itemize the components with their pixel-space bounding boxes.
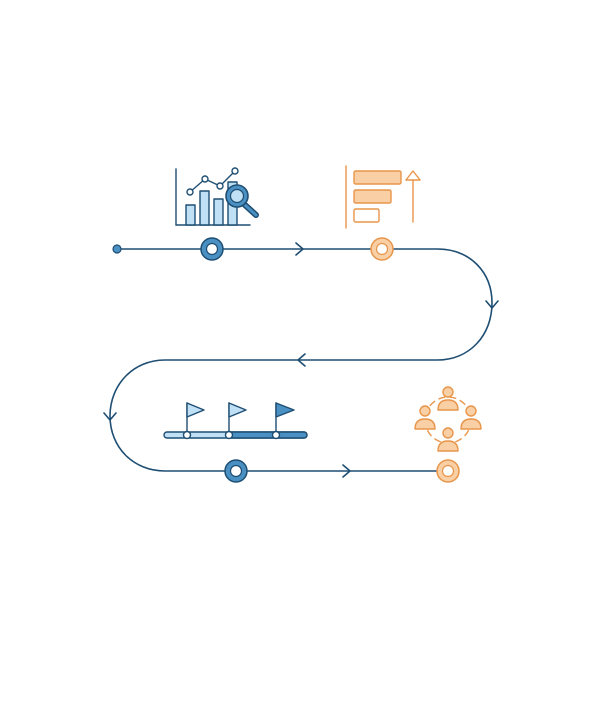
chart-analysis-icon: [175, 167, 259, 226]
direction-arrow-left-icon: [297, 353, 306, 367]
path-start-dot: [112, 244, 122, 254]
ranking-bars-icon: [345, 165, 421, 229]
roadmap-path: [109, 248, 493, 472]
direction-arrow-right-icon: [342, 464, 351, 478]
flags-timeline-icon: [163, 402, 308, 440]
milestone-node-1: [200, 237, 224, 261]
direction-arrow-right-icon: [295, 242, 304, 256]
milestone-node-4: [436, 459, 460, 483]
milestone-node-2: [370, 237, 394, 261]
direction-arrow-down-icon: [103, 412, 117, 421]
team-cycle-icon: [414, 386, 482, 452]
direction-arrow-down-icon: [485, 300, 499, 309]
milestone-node-3: [224, 459, 248, 483]
